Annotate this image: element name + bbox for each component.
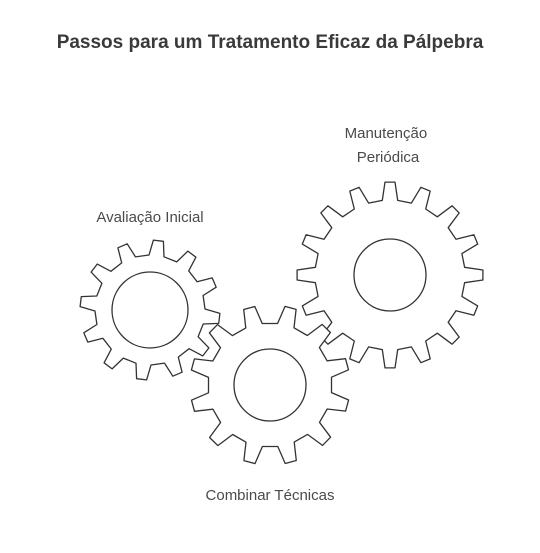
gear-avaliacao-inicial	[79, 239, 221, 381]
gear-avaliacao-inicial-hub	[111, 271, 189, 349]
gear-label-manutencao-periodica: Manutenção Periódica	[345, 125, 432, 166]
gear-manutencao-periodica	[296, 181, 484, 369]
gear-label-combinar-tecnicas: Combinar Técnicas	[206, 487, 335, 504]
diagram-title: Passos para um Tratamento Eficaz da Pálp…	[56, 32, 484, 53]
gear-label-avaliacao-inicial: Avaliação Inicial	[96, 209, 203, 226]
gear-combinar-tecnicas	[190, 305, 350, 465]
gear-manutencao-periodica-hub	[353, 238, 427, 312]
gear-combinar-tecnicas-hub	[233, 348, 307, 422]
